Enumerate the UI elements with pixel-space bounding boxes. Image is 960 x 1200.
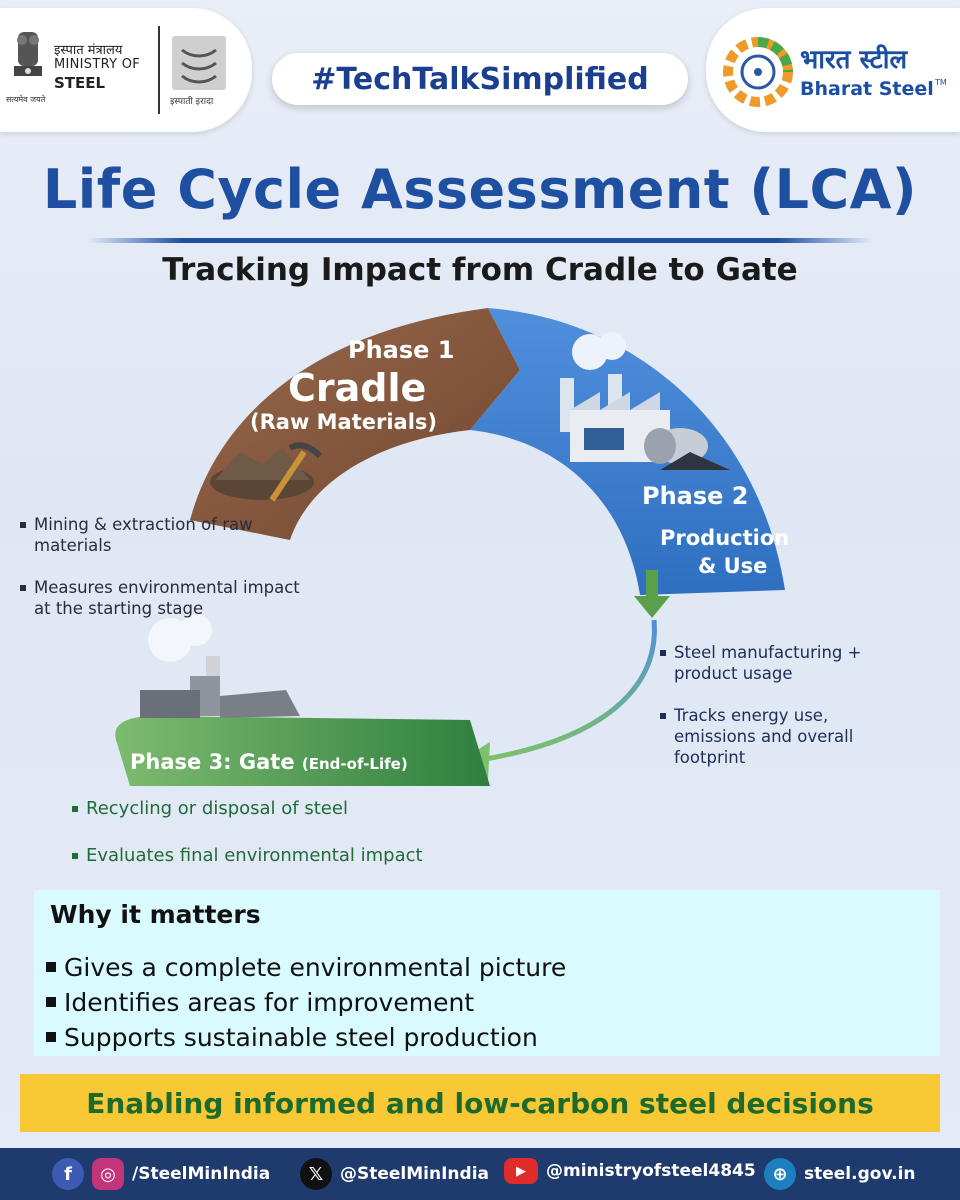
phase2-name-line2: & Use	[698, 554, 768, 578]
bharat-steel-english: Bharat Steel	[800, 78, 934, 100]
phase2-bullets: Steel manufacturing + product usage Trac…	[660, 642, 900, 789]
ispati-irada-text: इस्पाती इरादा	[170, 97, 214, 107]
list-item: Recycling or disposal of steel	[72, 798, 492, 819]
emblem-motto: सत्यमेव जयते	[6, 95, 46, 104]
list-item: Tracks energy use, emissions and overall…	[660, 705, 900, 768]
footer-x[interactable]: 𝕏 @SteelMinIndia	[300, 1158, 489, 1190]
lca-cycle-diagram	[115, 308, 785, 786]
list-item: Supports sustainable steel production	[44, 1020, 566, 1055]
footer-fb-ig[interactable]: f ◎ /SteelMinIndia	[52, 1158, 270, 1190]
trademark-mark: TM	[935, 78, 947, 87]
why-it-matters-box	[34, 890, 940, 1056]
tagline-banner: Enabling informed and low-carbon steel d…	[20, 1074, 940, 1132]
hashtag-pill: #TechTalkSimplified	[272, 53, 688, 105]
globe-icon[interactable]: ⊕	[764, 1158, 796, 1190]
instagram-icon[interactable]: ◎	[92, 1158, 124, 1190]
ministry-name-english: MINISTRY OF	[54, 57, 141, 72]
bharat-steel-hindi: भारत स्टील	[800, 45, 908, 75]
ministry-name-steel: STEEL	[54, 74, 106, 92]
national-emblem-icon	[14, 32, 42, 76]
list-item: Mining & extraction of raw materials	[20, 514, 320, 556]
phase1-number: Phase 1	[348, 336, 455, 364]
x-icon[interactable]: 𝕏	[300, 1158, 332, 1190]
bharat-steel-gear-icon	[723, 37, 793, 107]
handle-fb-ig[interactable]: /SteelMinIndia	[132, 1164, 271, 1184]
youtube-icon[interactable]: ▶	[504, 1158, 538, 1184]
list-item: Evaluates final environmental impact	[72, 845, 492, 866]
list-item: Steel manufacturing + product usage	[660, 642, 900, 684]
title-underline	[88, 238, 872, 243]
phase3-title: Phase 3: Gate	[130, 750, 295, 774]
ministry-name-hindi: इस्पात मंत्रालय	[54, 43, 123, 58]
footer-website[interactable]: ⊕ steel.gov.in	[764, 1158, 916, 1190]
handle-youtube[interactable]: @ministryofsteel4845	[546, 1161, 756, 1181]
footer-youtube[interactable]: ▶ @ministryofsteel4845	[504, 1158, 756, 1184]
phase1-name: Cradle	[288, 366, 427, 410]
phase3-label: Phase 3: Gate (End-of-Life)	[130, 750, 408, 774]
why-it-matters-list: Gives a complete environmental picture I…	[44, 950, 566, 1055]
list-item: Measures environmental impact at the sta…	[20, 577, 320, 619]
phase2-name-line1: Production	[660, 526, 790, 550]
page-subtitle: Tracking Impact from Cradle to Gate	[162, 252, 798, 288]
return-arc	[479, 619, 657, 763]
phase2-number: Phase 2	[642, 482, 749, 510]
ispati-irada-logo-icon	[172, 36, 226, 90]
down-arrow	[634, 596, 670, 618]
logo-divider	[158, 26, 160, 114]
page-title: Life Cycle Assessment (LCA)	[42, 158, 918, 221]
phase1-subtitle: (Raw Materials)	[250, 410, 438, 434]
footer-bar	[0, 1148, 960, 1200]
facebook-icon[interactable]: f	[52, 1158, 84, 1190]
phase1-bullets: Mining & extraction of raw materials Mea…	[20, 514, 320, 640]
handle-x[interactable]: @SteelMinIndia	[340, 1164, 489, 1184]
phase3-bullets: Recycling or disposal of steel Evaluates…	[72, 798, 492, 892]
phase3-base	[115, 716, 490, 786]
phase3-subtitle: (End-of-Life)	[301, 755, 408, 773]
why-it-matters-title: Why it matters	[50, 900, 261, 929]
list-item: Identifies areas for improvement	[44, 985, 566, 1020]
website-link[interactable]: steel.gov.in	[804, 1164, 916, 1184]
list-item: Gives a complete environmental picture	[44, 950, 566, 985]
